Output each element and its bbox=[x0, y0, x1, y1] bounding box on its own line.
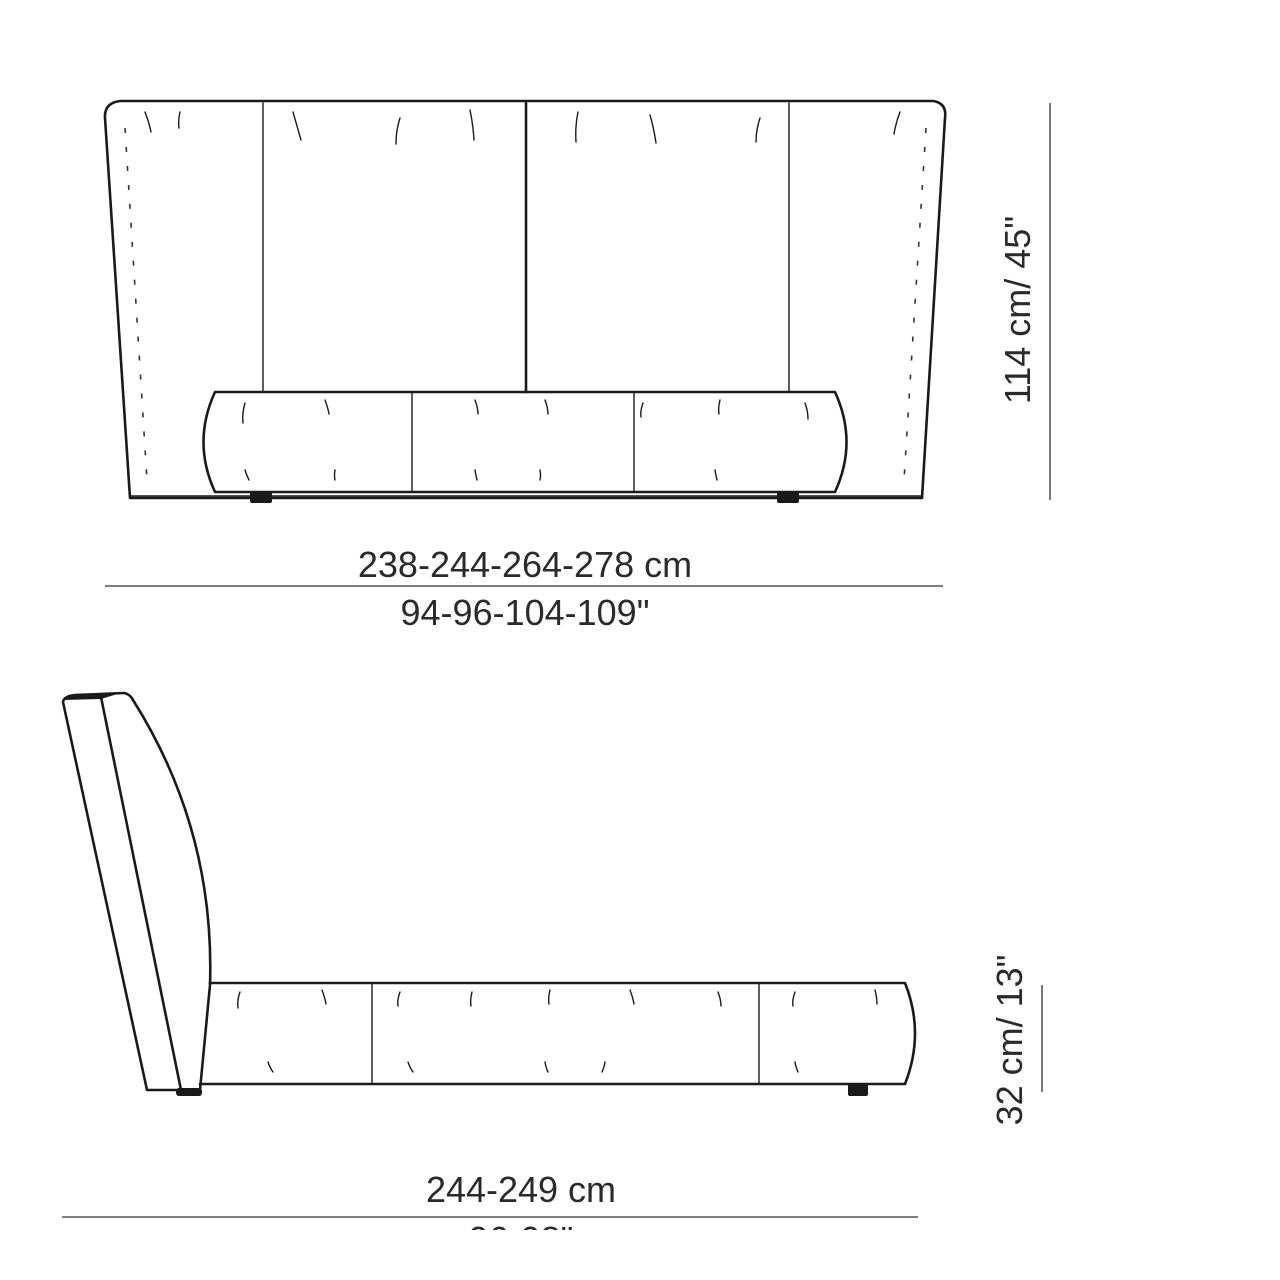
stitching-right bbox=[903, 127, 927, 481]
width-label-cm: 238-244-264-278 cm bbox=[358, 544, 692, 585]
foot-right bbox=[777, 492, 799, 503]
headboard-top-cap bbox=[63, 692, 124, 700]
front-view: 238-244-264-278 cm 94-96-104-109" 114 cm… bbox=[103, 99, 1051, 633]
headboard-inner-line bbox=[99, 695, 183, 1092]
headboard-outline bbox=[103, 99, 947, 500]
length-label-cm: 244-249 cm bbox=[426, 1169, 616, 1210]
height-label: 114 cm/ 45" bbox=[997, 216, 1038, 404]
tufting-marks bbox=[144, 109, 901, 481]
bed-base-side bbox=[198, 981, 917, 1086]
footboard-cushion bbox=[202, 390, 848, 494]
side-view: 32 cm/ 13" 244-249 cm 96-98" bbox=[61, 691, 1043, 1260]
side-height-label: 32 cm/ 13" bbox=[989, 955, 1030, 1126]
width-label-in: 94-96-104-109" bbox=[401, 592, 650, 633]
tufting-marks-side bbox=[237, 989, 878, 1073]
length-label-in: 96-98" bbox=[469, 1219, 574, 1260]
foot-left bbox=[250, 492, 272, 503]
foot-head bbox=[176, 1088, 202, 1096]
foot-end bbox=[848, 1084, 868, 1096]
headboard-side-outline bbox=[61, 691, 212, 1092]
stitching-left bbox=[124, 127, 148, 481]
